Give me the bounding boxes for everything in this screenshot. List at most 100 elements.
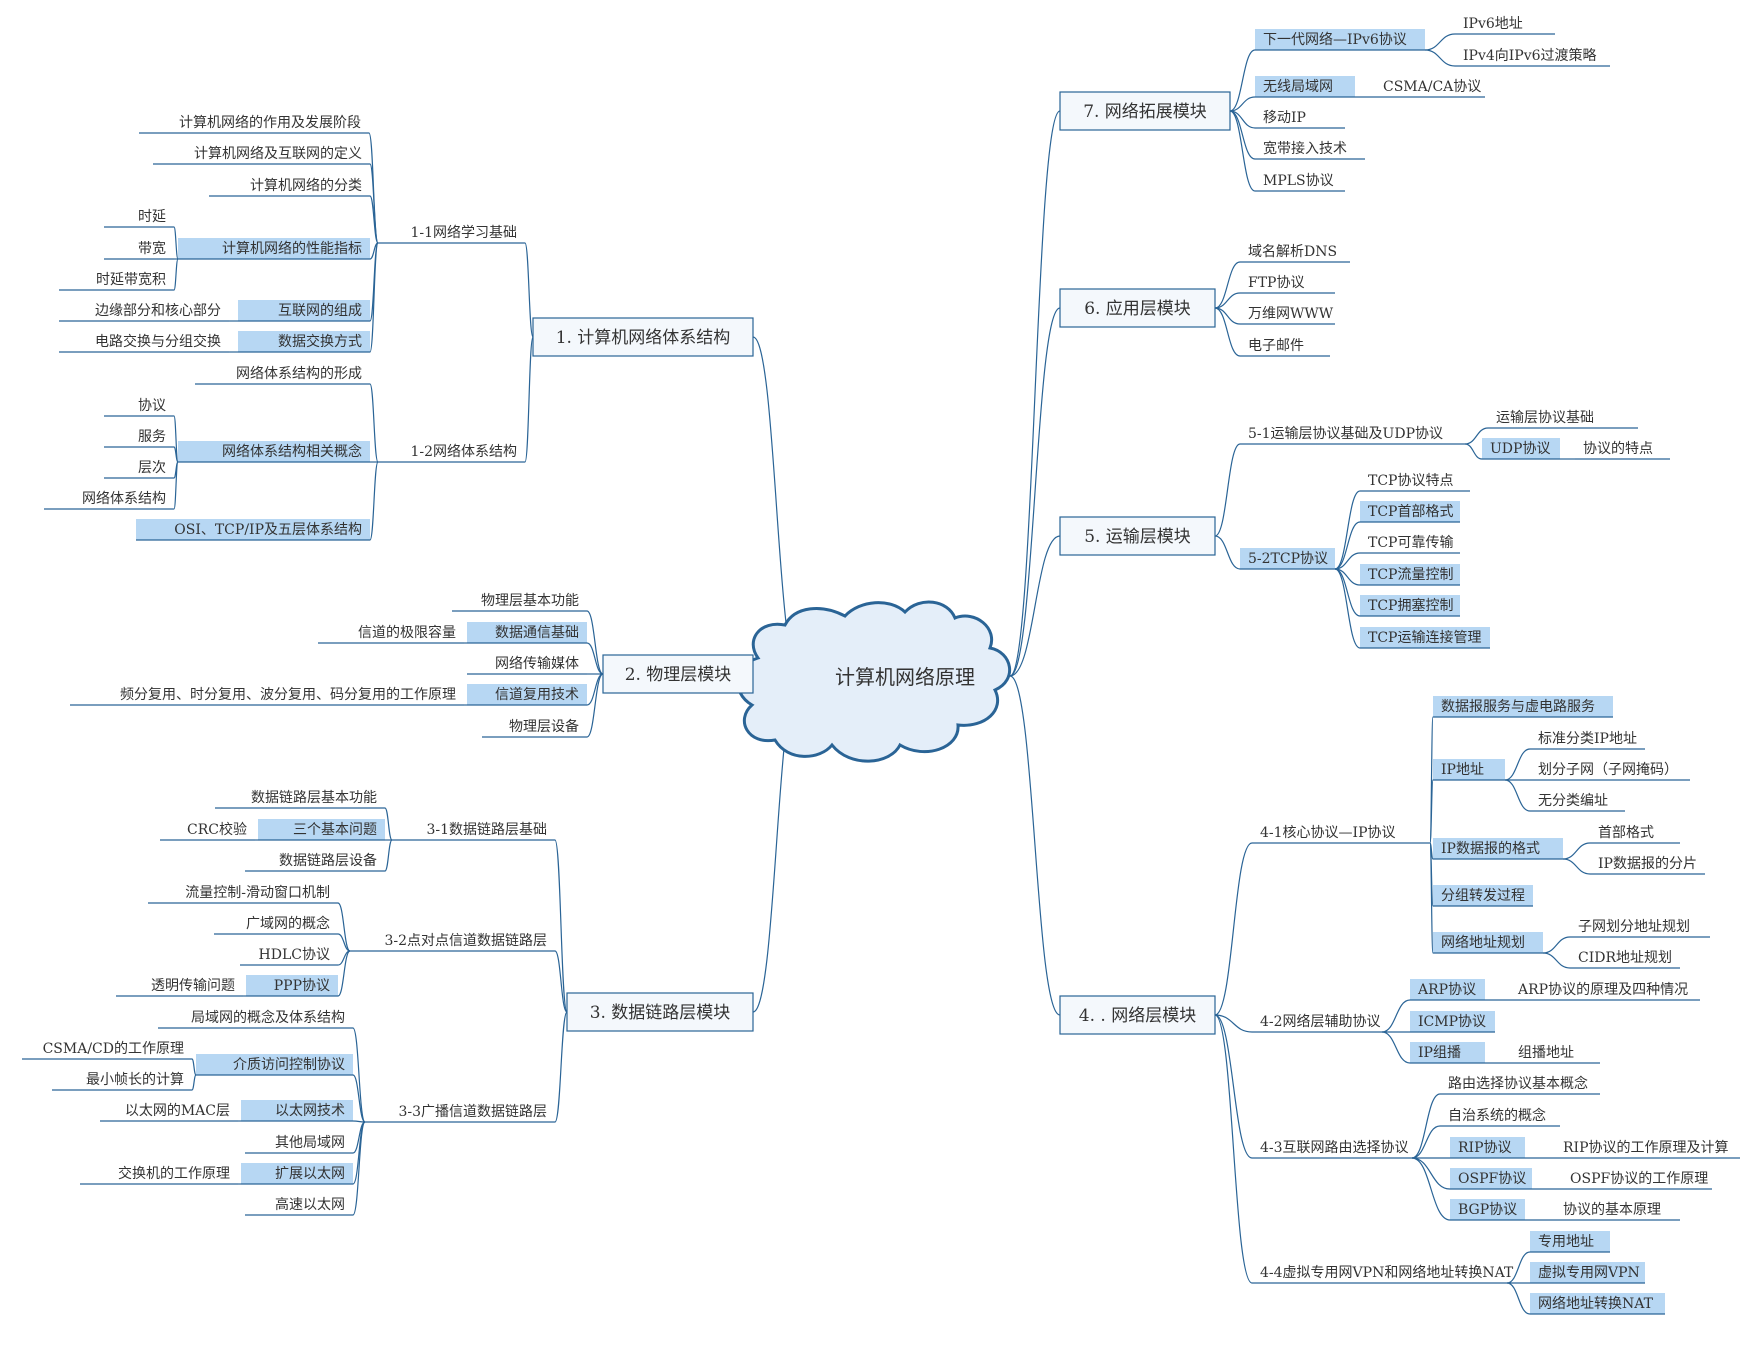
topic-node-modules-5-subs-1-children-4[interactable]: TCP拥塞控制 — [1360, 595, 1460, 617]
module-node-modules-1[interactable]: 2. 物理层模块 — [602, 654, 754, 694]
topic-node-modules-6-subs-1[interactable]: 4-2网络层辅助协议 — [1252, 1014, 1382, 1033]
topic-node-modules-2-subs-2-children-1[interactable]: 介质访问控制协议 — [196, 1054, 353, 1076]
topic-node-modules-0-subs-0-children-3-children-0[interactable]: 时延 — [104, 209, 174, 228]
topic-node-modules-0-subs-0-children-3-children-1[interactable]: 带宽 — [104, 240, 174, 260]
topic-node-modules-0-subs-0-children-2[interactable]: 计算机网络的分类 — [209, 178, 370, 197]
module-node-modules-5[interactable]: 5. 运输层模块 — [1059, 516, 1216, 556]
topic-node-modules-6-subs-2-children-2[interactable]: RIP协议 — [1450, 1137, 1525, 1159]
topic-node-modules-6-subs-0[interactable]: 4-1核心协议—IP协议 — [1252, 825, 1430, 844]
topic-node-modules-1-subs-3-children-0[interactable]: 频分复用、时分复用、波分复用、码分复用的工作原理 — [70, 686, 464, 706]
topic-node-modules-2-subs-0-children-1-children-0[interactable]: CRC校验 — [160, 821, 255, 841]
topic-node-modules-0-subs-0-children-0[interactable]: 计算机网络的作用及发展阶段 — [139, 115, 369, 134]
topic-node-modules-6-subs-2[interactable]: 4-3互联网路由选择协议 — [1252, 1140, 1412, 1159]
topic-node-modules-1-subs-0[interactable]: 物理层基本功能 — [452, 592, 587, 612]
module-node-modules-6[interactable]: 4. . 网络层模块 — [1059, 995, 1216, 1035]
topic-node-modules-6-subs-2-children-1[interactable]: 自治系统的概念 — [1440, 1107, 1560, 1127]
topic-node-modules-2-subs-0-children-0[interactable]: 数据链路层基本功能 — [215, 789, 385, 809]
topic-node-modules-1-subs-2[interactable]: 网络传输媒体 — [467, 656, 587, 675]
topic-node-modules-5-subs-1-children-5[interactable]: TCP运输连接管理 — [1360, 627, 1490, 649]
topic-node-modules-2-subs-1[interactable]: 3-2点对点信道数据链路层 — [350, 933, 555, 952]
topic-node-modules-2-subs-1-children-3[interactable]: PPP协议 — [246, 975, 338, 997]
topic-node-modules-2-subs-2[interactable]: 3-3广播信道数据链路层 — [365, 1104, 555, 1123]
module-node-modules-3[interactable]: 7. 网络拓展模块 — [1059, 91, 1231, 131]
topic-node-modules-3-subs-1[interactable]: 无线局域网 — [1255, 76, 1355, 98]
topic-node-modules-2-subs-1-children-1[interactable]: 广域网的概念 — [214, 915, 338, 935]
topic-node-modules-0-subs-1-children-1-children-3[interactable]: 网络体系结构 — [44, 491, 174, 510]
topic-node-modules-5-subs-1-children-3[interactable]: TCP流量控制 — [1360, 564, 1460, 586]
topic-node-modules-6-subs-3[interactable]: 4-4虚拟专用网VPN和网络地址转换NAT — [1252, 1264, 1514, 1284]
topic-node-modules-0-subs-0-children-4-children-0[interactable]: 边缘部分和核心部分 — [59, 303, 229, 322]
topic-node-modules-4-subs-3[interactable]: 电子邮件 — [1240, 338, 1330, 357]
topic-node-modules-6-subs-0-children-3[interactable]: 分组转发过程 — [1433, 885, 1533, 907]
topic-node-modules-3-subs-0-children-0[interactable]: IPv6地址 — [1455, 16, 1555, 35]
topic-node-modules-5-subs-0-children-0[interactable]: 运输层协议基础 — [1488, 409, 1638, 429]
topic-node-modules-3-subs-3[interactable]: 宽带接入技术 — [1255, 140, 1365, 160]
topic-node-modules-6-subs-0-children-2-children-1[interactable]: IP数据报的分片 — [1590, 856, 1705, 875]
topic-node-modules-6-subs-3-children-2[interactable]: 网络地址转换NAT — [1530, 1293, 1665, 1315]
topic-node-modules-6-subs-2-children-4[interactable]: BGP协议 — [1450, 1199, 1525, 1221]
module-node-modules-2[interactable]: 3. 数据链路层模块 — [566, 992, 754, 1032]
topic-node-modules-6-subs-0-children-1-children-2[interactable]: 无分类编址 — [1530, 793, 1625, 812]
topic-node-modules-6-subs-2-children-3-children-0[interactable]: OSPF协议的工作原理 — [1562, 1171, 1712, 1190]
topic-node-modules-6-subs-0-children-0[interactable]: 数据报服务与虚电路服务 — [1433, 696, 1613, 718]
topic-node-modules-0-subs-1-children-1[interactable]: 网络体系结构相关概念 — [178, 441, 370, 463]
root-node[interactable]: 计算机网络原理 — [736, 600, 1012, 763]
topic-node-modules-6-subs-1-children-0[interactable]: ARP协议 — [1410, 979, 1485, 1001]
topic-node-modules-2-subs-2-children-3[interactable]: 其他局域网 — [245, 1135, 353, 1154]
topic-node-modules-2-subs-1-children-3-children-0[interactable]: 透明传输问题 — [116, 978, 243, 997]
topic-node-modules-4-subs-1[interactable]: FTP协议 — [1240, 275, 1335, 294]
topic-node-modules-3-subs-1-children-0[interactable]: CSMA/CA协议 — [1375, 79, 1485, 98]
topic-node-modules-6-subs-2-children-3[interactable]: OSPF协议 — [1450, 1168, 1532, 1190]
topic-node-modules-2-subs-2-children-4[interactable]: 扩展以太网 — [241, 1163, 353, 1185]
topic-node-modules-2-subs-2-children-2[interactable]: 以太网技术 — [241, 1100, 353, 1122]
topic-node-modules-2-subs-2-children-5[interactable]: 高速以太网 — [245, 1196, 353, 1216]
topic-node-modules-0-subs-1-children-1-children-0[interactable]: 协议 — [104, 398, 174, 417]
topic-node-modules-5-subs-1[interactable]: 5-2TCP协议 — [1240, 548, 1335, 570]
topic-node-modules-0-subs-1[interactable]: 1-2网络体系结构 — [378, 444, 525, 463]
topic-node-modules-3-subs-2[interactable]: 移动IP — [1255, 110, 1345, 129]
topic-node-modules-0-subs-0[interactable]: 1-1网络学习基础 — [378, 224, 525, 244]
topic-node-modules-2-subs-2-children-1-children-1[interactable]: 最小帧长的计算 — [52, 1072, 192, 1091]
topic-node-modules-2-subs-2-children-2-children-0[interactable]: 以太网的MAC层 — [100, 1103, 238, 1122]
topic-node-modules-2-subs-0-children-2[interactable]: 数据链路层设备 — [245, 852, 385, 872]
topic-node-modules-0-subs-1-children-1-children-2[interactable]: 层次 — [104, 460, 174, 479]
topic-node-modules-1-subs-4[interactable]: 物理层设备 — [482, 718, 587, 738]
topic-node-modules-6-subs-1-children-1[interactable]: ICMP协议 — [1410, 1011, 1495, 1033]
topic-node-modules-6-subs-2-children-0[interactable]: 路由选择协议基本概念 — [1440, 1075, 1600, 1095]
topic-node-modules-2-subs-1-children-0[interactable]: 流量控制-滑动窗口机制 — [148, 884, 338, 904]
topic-node-modules-2-subs-0-children-1[interactable]: 三个基本问题 — [258, 819, 385, 841]
topic-node-modules-2-subs-0[interactable]: 3-1数据链路层基础 — [392, 821, 555, 841]
topic-node-modules-0-subs-0-children-1[interactable]: 计算机网络及互联网的定义 — [153, 146, 370, 165]
topic-node-modules-6-subs-0-children-2-children-0[interactable]: 首部格式 — [1590, 825, 1680, 844]
topic-node-modules-4-subs-0[interactable]: 域名解析DNS — [1240, 244, 1350, 263]
topic-node-modules-6-subs-0-children-4-children-0[interactable]: 子网划分地址规划 — [1570, 919, 1710, 938]
topic-node-modules-5-subs-0[interactable]: 5-1运输层协议基础及UDP协议 — [1240, 425, 1465, 445]
topic-node-modules-1-subs-1[interactable]: 数据通信基础 — [467, 622, 587, 644]
topic-node-modules-5-subs-1-children-0[interactable]: TCP协议特点 — [1360, 473, 1470, 492]
topic-node-modules-0-subs-0-children-5[interactable]: 数据交换方式 — [238, 331, 370, 353]
topic-node-modules-6-subs-0-children-1[interactable]: IP地址 — [1433, 759, 1505, 781]
topic-node-modules-0-subs-0-children-5-children-0[interactable]: 电路交换与分组交换 — [59, 333, 229, 353]
topic-node-modules-2-subs-1-children-2[interactable]: HDLC协议 — [240, 947, 338, 966]
topic-node-modules-0-subs-0-children-3-children-2[interactable]: 时延带宽积 — [59, 271, 174, 291]
topic-node-modules-0-subs-1-children-2[interactable]: OSI、TCP/IP及五层体系结构 — [136, 519, 370, 541]
topic-node-modules-6-subs-3-children-1[interactable]: 虚拟专用网VPN — [1530, 1262, 1645, 1284]
topic-node-modules-6-subs-1-children-0-children-0[interactable]: ARP协议的原理及四种情况 — [1510, 982, 1700, 1001]
topic-node-modules-6-subs-2-children-2-children-0[interactable]: RIP协议的工作原理及计算 — [1555, 1140, 1740, 1159]
topic-node-modules-5-subs-0-children-1[interactable]: UDP协议 — [1482, 438, 1560, 460]
topic-node-modules-3-subs-0[interactable]: 下一代网络—IPv6协议 — [1255, 29, 1425, 51]
topic-node-modules-3-subs-4[interactable]: MPLS协议 — [1255, 173, 1345, 192]
topic-node-modules-0-subs-0-children-4[interactable]: 互联网的组成 — [238, 300, 370, 322]
topic-node-modules-6-subs-2-children-4-children-0[interactable]: 协议的基本原理 — [1555, 1201, 1680, 1221]
topic-node-modules-2-subs-2-children-0[interactable]: 局域网的概念及体系结构 — [158, 1009, 353, 1029]
topic-node-modules-4-subs-2[interactable]: 万维网WWW — [1240, 306, 1335, 325]
topic-node-modules-6-subs-0-children-1-children-1[interactable]: 划分子网（子网掩码） — [1530, 762, 1690, 781]
topic-node-modules-6-subs-3-children-0[interactable]: 专用地址 — [1530, 1231, 1610, 1253]
module-node-modules-0[interactable]: 1. 计算机网络体系结构 — [532, 317, 754, 357]
topic-node-modules-0-subs-1-children-0[interactable]: 网络体系结构的形成 — [195, 366, 370, 385]
topic-node-modules-6-subs-0-children-4[interactable]: 网络地址规划 — [1433, 932, 1543, 954]
topic-node-modules-6-subs-1-children-2-children-0[interactable]: 组播地址 — [1510, 1045, 1600, 1064]
topic-node-modules-2-subs-2-children-1-children-0[interactable]: CSMA/CD的工作原理 — [22, 1041, 192, 1060]
topic-node-modules-1-subs-1-children-0[interactable]: 信道的极限容量 — [318, 624, 464, 644]
topic-node-modules-6-subs-0-children-2[interactable]: IP数据报的格式 — [1433, 838, 1563, 860]
